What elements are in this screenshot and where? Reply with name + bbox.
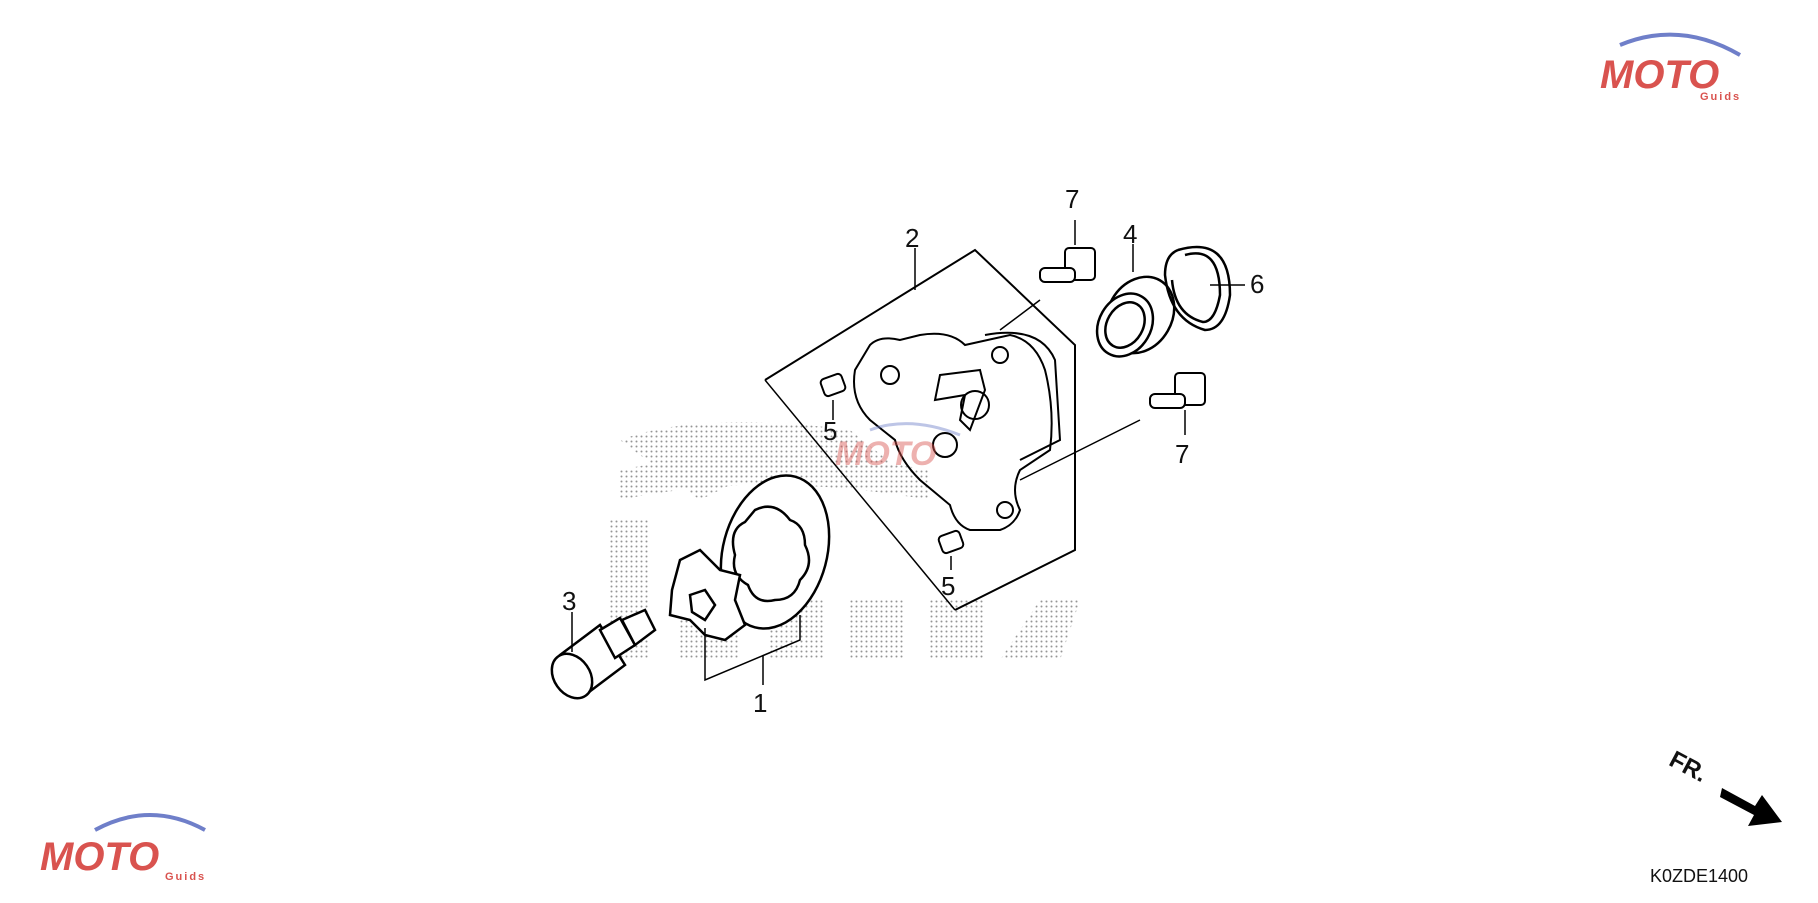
pump-body-part <box>764 248 1141 611</box>
inner-rotor-part <box>668 548 747 642</box>
watermark-logo-top-right: MOTO Guids <box>1600 32 1742 103</box>
callout-7-upper: 7 <box>1065 184 1079 214</box>
oil-seal-part <box>1095 275 1176 358</box>
svg-text:Guids: Guids <box>1700 91 1741 103</box>
svg-text:MOTO: MOTO <box>40 835 159 879</box>
svg-text:MOTO: MOTO <box>1600 53 1719 97</box>
front-direction-indicator: FR. <box>1665 746 1782 826</box>
callout-4: 4 <box>1123 219 1137 249</box>
leader-lines <box>571 220 1245 685</box>
callout-3: 3 <box>562 586 576 616</box>
outer-rotor-part <box>719 474 831 630</box>
front-arrow-icon <box>1720 788 1782 826</box>
rotor-bracket <box>704 615 801 682</box>
callout-2: 2 <box>905 223 919 253</box>
pump-shaft-part <box>550 608 657 700</box>
dowel-pin-lower <box>937 529 965 555</box>
watermark-logo-bottom-left: MOTO Guids <box>40 813 206 883</box>
dowel-pin-upper <box>819 372 847 398</box>
circlip-part <box>1163 245 1232 332</box>
callout-1: 1 <box>753 688 767 718</box>
svg-text:MOTO: MOTO <box>835 435 936 473</box>
bolt-lower <box>1149 372 1206 409</box>
callout-6: 6 <box>1250 269 1264 299</box>
callout-7-lower: 7 <box>1175 439 1189 469</box>
bolt-upper <box>1039 247 1096 283</box>
background-brand-watermark <box>610 422 1080 660</box>
callout-5-lower: 5 <box>941 571 955 601</box>
svg-text:FR.: FR. <box>1665 746 1712 788</box>
part-code-label: K0ZDE1400 <box>1650 866 1749 886</box>
watermark-logo-center: MOTO <box>835 422 961 473</box>
callout-5-upper: 5 <box>823 416 837 446</box>
svg-text:Guids: Guids <box>165 871 206 883</box>
